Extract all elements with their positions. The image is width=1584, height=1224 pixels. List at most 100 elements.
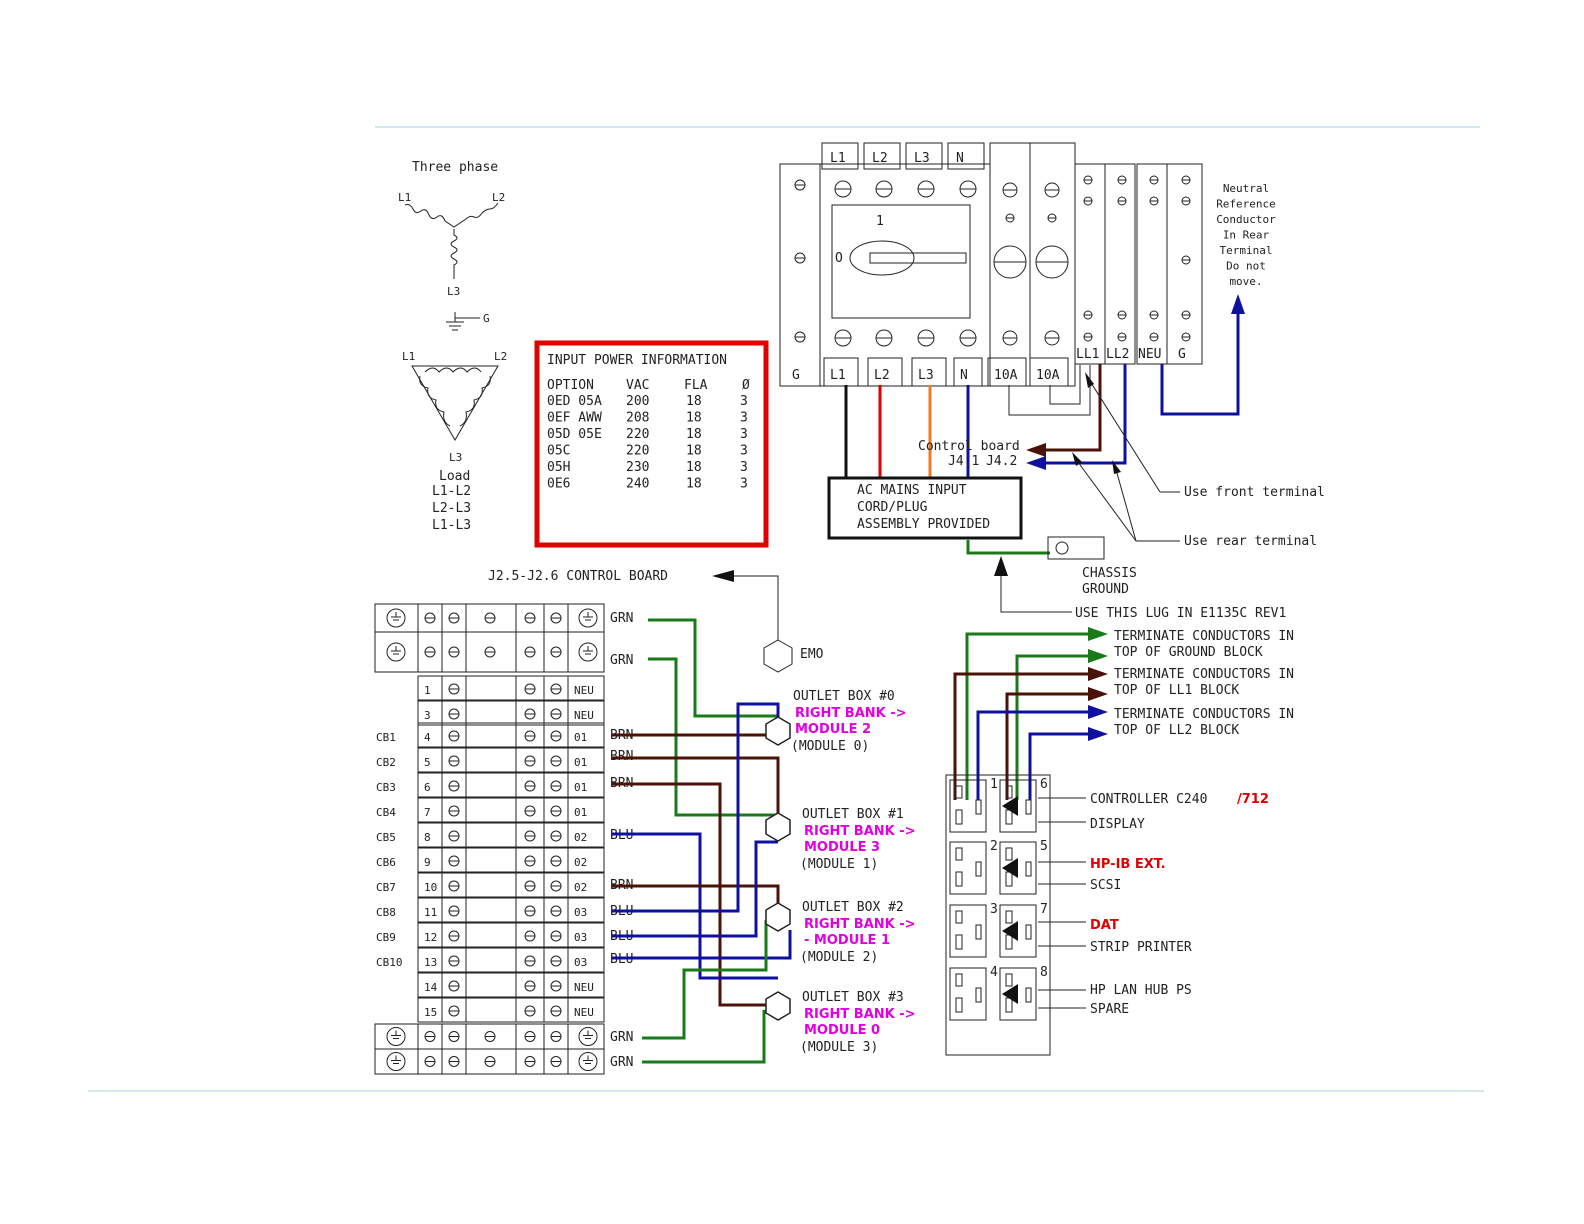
- wire-label: GRN: [610, 653, 633, 668]
- row-right-label: 02: [574, 831, 587, 844]
- delta-l3-label: L3: [449, 451, 462, 464]
- spare-label: SPARE: [1090, 1002, 1129, 1017]
- option-code: 0E6: [547, 477, 570, 492]
- load-line-3: L1-L3: [432, 518, 471, 533]
- receptacle-number: 7: [1040, 902, 1048, 917]
- outlet-panel-wires: [953, 627, 1108, 800]
- outlet-box-module: - MODULE 1: [804, 933, 890, 948]
- neutral-note-line: In Rear: [1223, 229, 1270, 242]
- delta-l2-label: L2: [494, 350, 507, 363]
- control-board-pin-2: J4.2: [986, 454, 1017, 469]
- ac-mains-box: AC MAINS INPUT CORD/PLUG ASSEMBLY PROVID…: [827, 476, 1023, 540]
- hp-lan-hub-label: HP LAN HUB PS: [1090, 983, 1192, 998]
- terminal-label: LL2: [1106, 347, 1129, 362]
- breaker-bottom-label: 10A: [994, 368, 1018, 383]
- row-right-label: 02: [574, 856, 587, 869]
- phase-value: 3: [740, 394, 748, 409]
- cb-label: CB4: [376, 806, 396, 819]
- row-right-label: NEU: [574, 684, 594, 697]
- header-fla: FLA: [684, 378, 708, 393]
- fla-value: 18: [686, 427, 702, 442]
- power-wires: [844, 294, 1245, 560]
- receptacle: [999, 904, 1037, 958]
- option-code: 05C: [547, 444, 570, 459]
- vac-value: 200: [626, 394, 649, 409]
- breaker-bottom-label: L1: [830, 368, 846, 383]
- fla-value: 18: [686, 460, 702, 475]
- outlet-box-bank: RIGHT BANK ->: [804, 917, 916, 932]
- header-vac: VAC: [626, 378, 649, 393]
- wire-label: GRN: [610, 611, 633, 626]
- receptacle-number: 2: [990, 839, 998, 854]
- outlet-box-bank: RIGHT BANK ->: [804, 1007, 916, 1022]
- emo-label: EMO: [800, 647, 824, 662]
- option-code: 05H: [547, 460, 570, 475]
- outlet-box-bank: RIGHT BANK ->: [804, 824, 916, 839]
- neutral-note-line: Do not: [1226, 260, 1266, 273]
- fla-value: 18: [686, 477, 702, 492]
- controller-712-label: /712: [1237, 792, 1269, 807]
- wire-label: GRN: [610, 1030, 633, 1045]
- delta-l1-label: L1: [402, 350, 415, 363]
- row-number: 11: [424, 906, 437, 919]
- phase-value: 3: [740, 477, 748, 492]
- fla-value: 18: [686, 444, 702, 459]
- cb-label: CB8: [376, 906, 396, 919]
- outlet-box-wires: [612, 618, 792, 1064]
- terminate-ground-2: TOP OF GROUND BLOCK: [1114, 645, 1263, 660]
- phase-value: 3: [740, 411, 748, 426]
- receptacle-number: 6: [1040, 777, 1048, 792]
- fla-value: 18: [686, 394, 702, 409]
- outlet-box-connector: [765, 812, 791, 842]
- outlet-box-original-module: (MODULE 3): [800, 1040, 878, 1055]
- control-board-pin-1: J4.1: [948, 454, 979, 469]
- terminate-ll1-1: TERMINATE CONDUCTORS IN: [1114, 667, 1294, 682]
- receptacle: [999, 779, 1037, 833]
- outlet-box-connector: [765, 716, 791, 746]
- outlet-box-title: OUTLET BOX #3: [802, 990, 904, 1005]
- row-right-label: 01: [574, 756, 587, 769]
- display-label: DISPLAY: [1090, 817, 1145, 832]
- receptacle-number: 5: [1040, 839, 1048, 854]
- vac-value: 220: [626, 427, 649, 442]
- ground-g-label: G: [483, 312, 490, 325]
- receptacle-number: 1: [990, 777, 998, 792]
- chassis-ground-line-1: CHASSIS: [1082, 566, 1137, 581]
- breaker-bottom-label: L2: [874, 368, 890, 383]
- receptacle: [999, 841, 1037, 895]
- cb-label: CB5: [376, 831, 396, 844]
- row-number: 10: [424, 881, 437, 894]
- outlet-box-module: MODULE 3: [804, 840, 880, 855]
- ac-mains-line-1: AC MAINS INPUT: [857, 483, 967, 498]
- row-right-label: NEU: [574, 981, 594, 994]
- option-code: 05D 05E: [547, 427, 602, 442]
- wye-l2-label: L2: [492, 191, 505, 204]
- neutral-note-line: Reference: [1216, 198, 1276, 211]
- use-this-lug: USE THIS LUG IN E1135C REV1: [1075, 606, 1286, 621]
- receptacle: [949, 841, 987, 895]
- breaker-bottom-label: L3: [918, 368, 934, 383]
- cb-label: CB7: [376, 881, 396, 894]
- vac-value: 230: [626, 460, 649, 475]
- receptacle-number: 3: [990, 902, 998, 917]
- terminal-label: LL1: [1076, 347, 1099, 362]
- breaker-top-label: L2: [872, 151, 888, 166]
- switch-off-label: O: [835, 251, 843, 266]
- outlet-box-title: OUTLET BOX #1: [802, 807, 904, 822]
- load-title: Load: [439, 469, 470, 484]
- outlet-box-original-module: (MODULE 2): [800, 950, 878, 965]
- vac-value: 240: [626, 477, 649, 492]
- fla-value: 18: [686, 411, 702, 426]
- terminal-label: G: [1178, 347, 1186, 362]
- row-number: 3: [424, 709, 431, 722]
- cb-label: CB10: [376, 956, 403, 969]
- row-number: 7: [424, 806, 431, 819]
- load-line-2: L2-L3: [432, 501, 471, 516]
- phase-value: 3: [740, 460, 748, 475]
- cb-label: CB9: [376, 931, 396, 944]
- vac-value: 208: [626, 411, 649, 426]
- row-number: 5: [424, 756, 431, 769]
